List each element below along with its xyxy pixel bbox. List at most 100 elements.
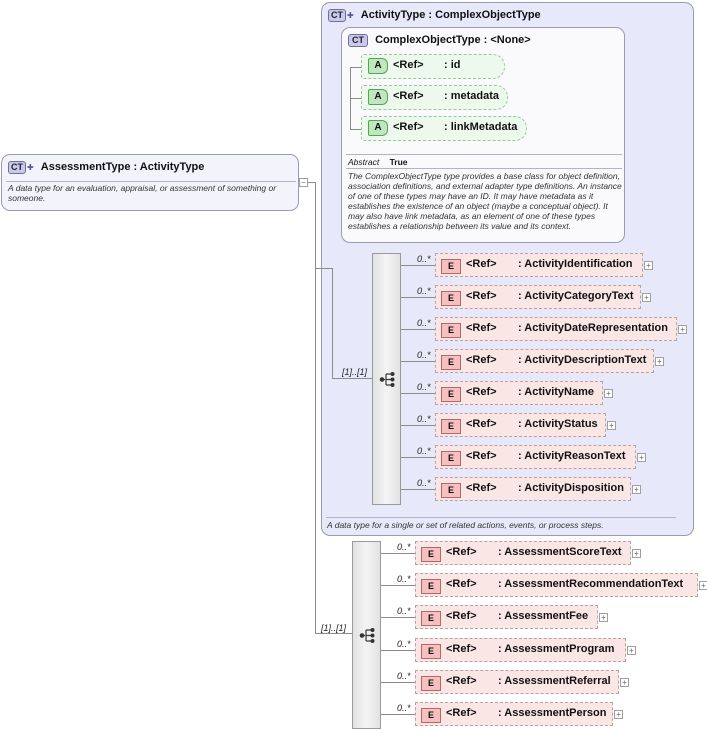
- element-badge: E: [421, 611, 441, 627]
- complex-type-badge: CT: [328, 9, 346, 22]
- element-ref: <Ref>: [446, 642, 477, 655]
- element-multiplicity: 0..*: [397, 703, 411, 713]
- element-badge: E: [421, 708, 441, 723]
- connector: [315, 182, 316, 633]
- connector: [332, 268, 333, 378]
- element-activity-reason-text[interactable]: E<Ref>: ActivityReasonText: [435, 445, 636, 469]
- complex-type-badge: CT: [348, 34, 368, 47]
- attribute-connector: [350, 98, 361, 99]
- activity-type-description: A data type for a single or set of relat…: [327, 520, 604, 530]
- element-connector: [381, 617, 415, 619]
- expand-plus-icon[interactable]: +: [678, 325, 687, 334]
- element-name: : AssessmentFee: [498, 610, 589, 623]
- complex-object-type-title: ComplexObjectType : <None>: [375, 34, 531, 46]
- element-multiplicity: 0..*: [417, 478, 431, 488]
- element-ref: <Ref>: [466, 418, 497, 430]
- activity-sequence-compositor[interactable]: [372, 253, 401, 505]
- expand-plus-icon[interactable]: +: [655, 357, 664, 366]
- element-connector: [401, 425, 435, 426]
- element-badge: E: [421, 579, 441, 595]
- element-multiplicity: 0..*: [417, 446, 431, 456]
- expand-plus-icon[interactable]: +: [637, 453, 646, 462]
- element-ref: <Ref>: [466, 258, 497, 270]
- element-activity-status[interactable]: E <Ref> : ActivityStatus: [435, 413, 606, 437]
- element-connector: [401, 297, 435, 298]
- expand-plus-icon[interactable]: +: [620, 677, 629, 687]
- element-multiplicity: 0..*: [417, 254, 431, 264]
- element-badge: E: [441, 291, 461, 306]
- expand-plus-icon[interactable]: +: [627, 645, 636, 655]
- element-ref: <Ref>: [446, 674, 477, 687]
- element-assessment-fee[interactable]: E<Ref>: AssessmentFee: [415, 605, 598, 630]
- complex-object-type-description: The ComplexObjectType type provides a ba…: [348, 171, 622, 231]
- element-connector: [381, 681, 415, 683]
- sequence-compositor-icon: [359, 628, 375, 643]
- element-assessment-person[interactable]: E<Ref>: AssessmentPerson: [415, 702, 613, 726]
- divider: [346, 168, 622, 169]
- element-name: : ActivityReasonText: [518, 450, 626, 462]
- element-connector: [401, 457, 435, 458]
- element-activity-identification[interactable]: E<Ref>: ActivityIdentification: [435, 253, 643, 277]
- element-connector: [381, 649, 415, 651]
- divider: [346, 154, 622, 155]
- element-activity-category-text[interactable]: E<Ref>: ActivityCategoryText: [435, 285, 641, 309]
- element-multiplicity: 0..*: [397, 574, 411, 585]
- element-name: : ActivityIdentification: [518, 258, 633, 270]
- element-activity-description-text[interactable]: E<Ref>: ActivityDescriptionText: [435, 349, 654, 373]
- element-multiplicity: 0..*: [417, 382, 431, 392]
- attribute-badge: A: [368, 89, 388, 105]
- expand-plus-icon[interactable]: +: [644, 261, 653, 270]
- element-connector: [381, 553, 415, 554]
- element-connector: [401, 265, 435, 266]
- element-name: : AssessmentRecommendationText: [498, 578, 684, 591]
- attribute-badge: A: [368, 120, 388, 136]
- abstract-row: Abstract True: [348, 157, 408, 167]
- attribute-metadata[interactable]: A <Ref> : metadata: [361, 85, 508, 110]
- element-activity-name[interactable]: E <Ref> : ActivityName: [435, 381, 603, 405]
- element-assessment-referral[interactable]: E<Ref>: AssessmentReferral: [415, 669, 619, 694]
- element-name: : ActivityName: [518, 386, 595, 398]
- attribute-ref: <Ref>: [393, 59, 424, 71]
- attribute-ref: <Ref>: [393, 90, 424, 102]
- assessment-type-description: A data type for an evaluation, appraisal…: [8, 183, 277, 203]
- element-activity-disposition[interactable]: E<Ref>: ActivityDisposition: [435, 477, 631, 501]
- element-name: : AssessmentScoreText: [498, 546, 622, 558]
- element-multiplicity: 0..*: [417, 414, 431, 424]
- assessment-type-header: CT✚ AssessmentType : ActivityType: [8, 161, 204, 174]
- element-assessment-recommendation-text[interactable]: E<Ref>: AssessmentRecommendationText: [415, 573, 698, 598]
- element-ref: <Ref>: [466, 322, 497, 334]
- expand-plus-icon[interactable]: +: [599, 613, 608, 623]
- expand-plus-icon[interactable]: +: [604, 389, 613, 398]
- attribute-id[interactable]: A <Ref> : id: [361, 54, 505, 79]
- expand-plus-icon[interactable]: +: [614, 710, 623, 719]
- attribute-name: : id: [444, 59, 461, 71]
- attribute-link-metadata[interactable]: A <Ref> : linkMetadata: [361, 116, 527, 141]
- element-name: : ActivityStatus: [518, 418, 598, 430]
- assessment-sequence-compositor[interactable]: [352, 541, 381, 729]
- expand-plus-icon[interactable]: +: [632, 485, 641, 494]
- element-name: : AssessmentProgram: [498, 642, 615, 655]
- element-badge: E: [441, 419, 461, 434]
- element-badge: E: [441, 387, 461, 402]
- element-connector: [401, 489, 435, 490]
- element-assessment-program[interactable]: E<Ref>: AssessmentProgram: [415, 637, 626, 662]
- element-connector: [401, 361, 435, 362]
- sequence-multiplicity: [1]..[1]: [342, 367, 368, 377]
- element-activity-date-representation[interactable]: E<Ref>: ActivityDateRepresentation: [435, 317, 677, 341]
- element-ref: <Ref>: [446, 707, 477, 719]
- element-assessment-score-text[interactable]: E<Ref>: AssessmentScoreText: [415, 541, 631, 565]
- element-badge: E: [421, 547, 441, 562]
- element-badge: E: [421, 675, 441, 691]
- element-badge: E: [441, 355, 461, 370]
- activity-type-title: ActivityType : ComplexObjectType: [360, 9, 541, 21]
- collapse-minus-icon[interactable]: −: [299, 178, 308, 187]
- element-ref: <Ref>: [466, 386, 497, 398]
- element-name: : ActivityDisposition: [518, 482, 624, 494]
- expand-plus-icon[interactable]: +: [642, 293, 651, 302]
- element-ref: <Ref>: [466, 482, 497, 494]
- sequence-multiplicity: [1]..[1]: [321, 623, 347, 633]
- expand-plus-icon[interactable]: +: [632, 549, 641, 558]
- connector: [315, 268, 332, 269]
- expand-plus-icon[interactable]: +: [607, 421, 616, 430]
- expand-plus-icon[interactable]: +: [699, 581, 707, 591]
